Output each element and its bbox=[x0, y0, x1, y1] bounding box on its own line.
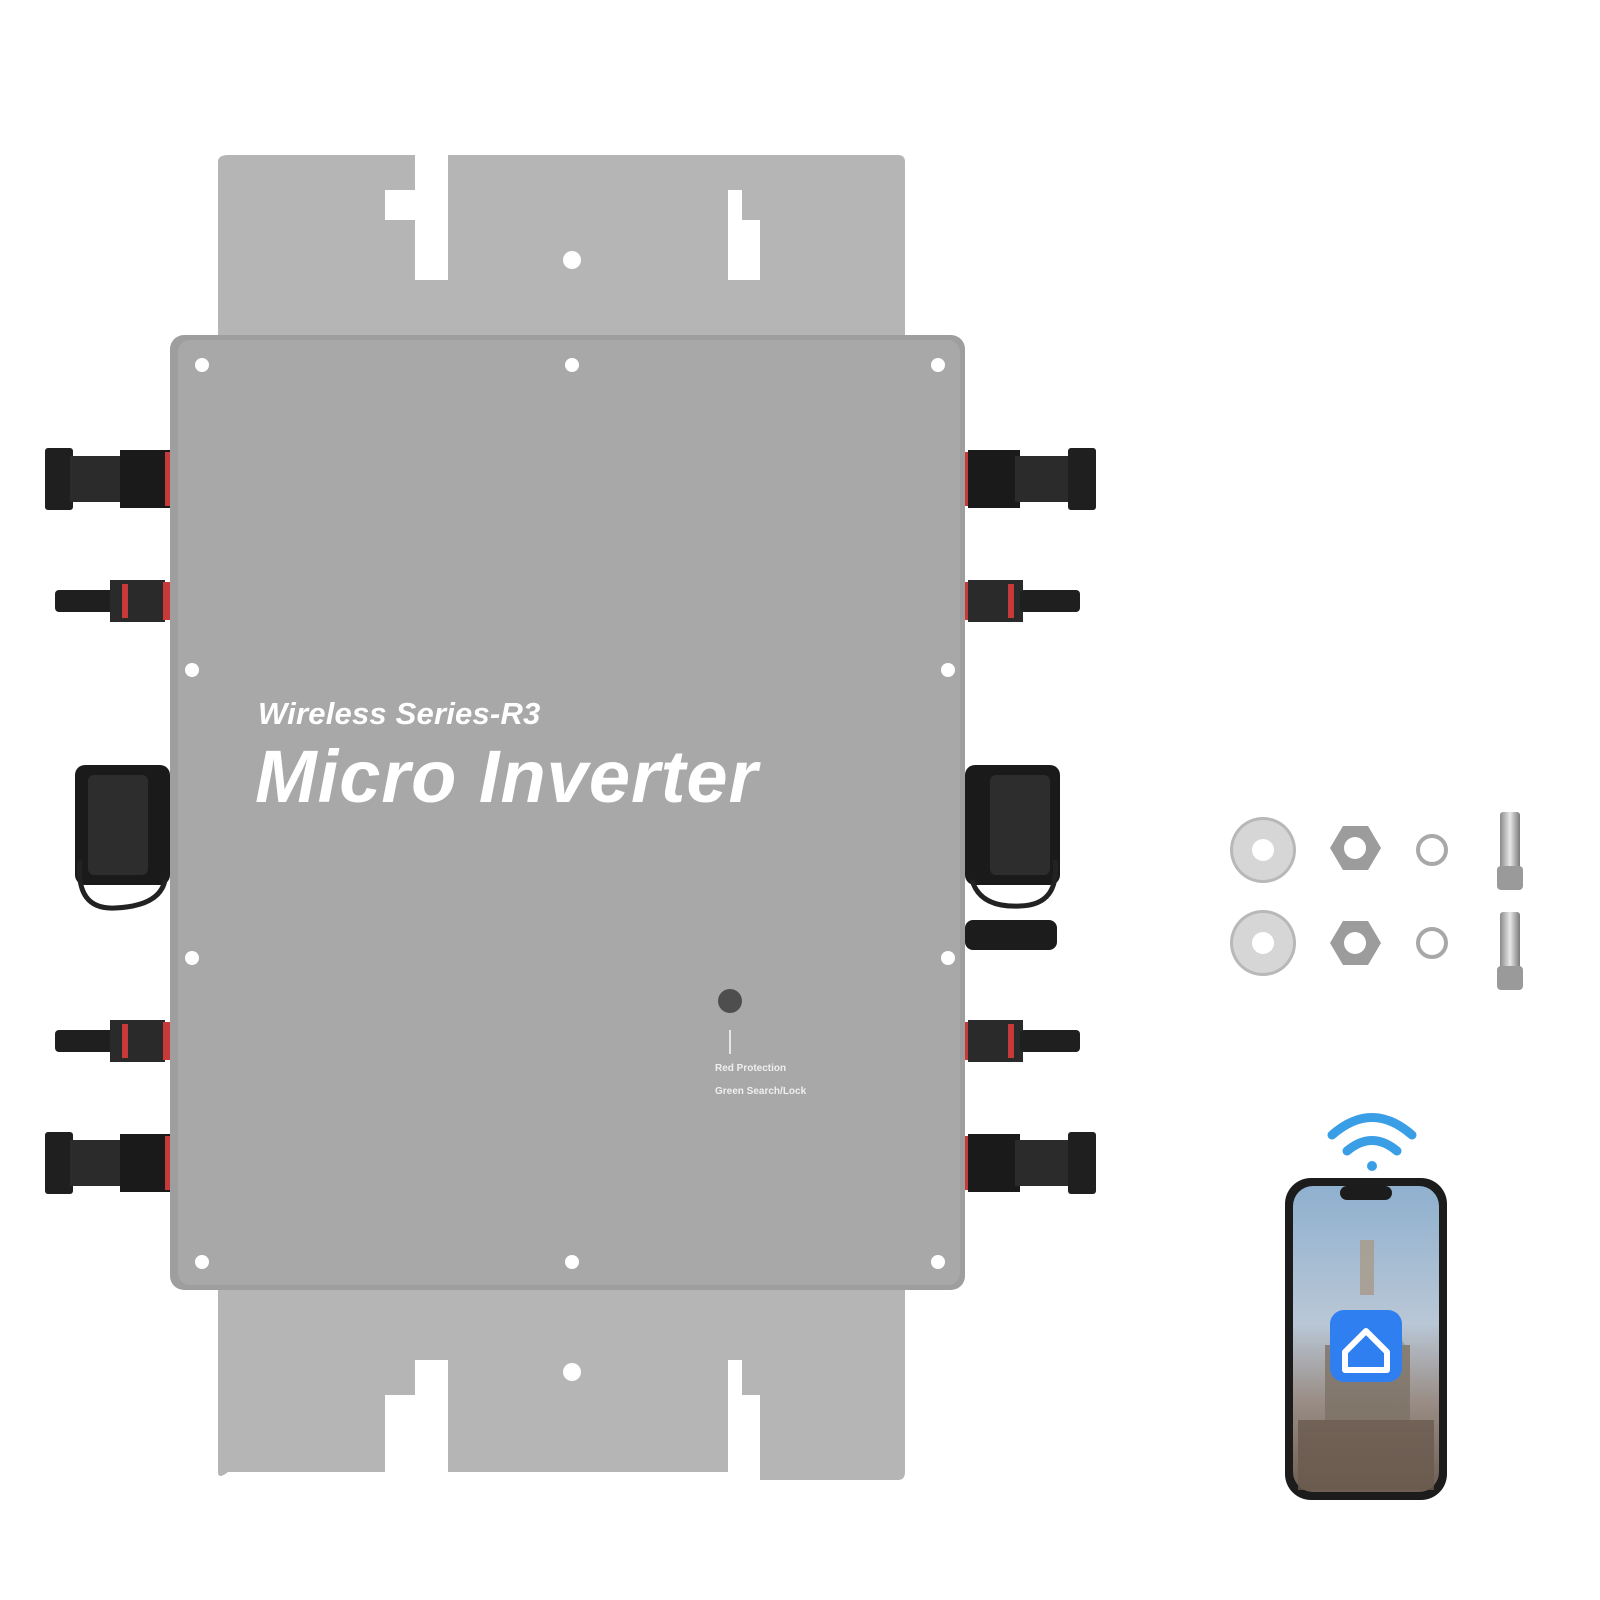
hex-nut-2 bbox=[1330, 921, 1381, 965]
mc4-connector-right-2 bbox=[962, 580, 1080, 622]
status-led bbox=[718, 989, 742, 1013]
washer-2 bbox=[1230, 910, 1296, 976]
antenna-right bbox=[965, 920, 1057, 950]
ac-connector-right bbox=[965, 765, 1060, 909]
product-title: Micro Inverter bbox=[255, 735, 759, 818]
mc4-connector-left-3 bbox=[55, 1020, 171, 1062]
screws bbox=[185, 358, 955, 1269]
lock-washer-2 bbox=[1416, 927, 1448, 959]
mc4-connector-left-2 bbox=[55, 580, 171, 622]
mc4-connector-right-3 bbox=[962, 1020, 1080, 1062]
mc4-connector-left-1 bbox=[45, 448, 173, 510]
inverter-body bbox=[170, 335, 965, 1290]
mc4-connector-left-4 bbox=[45, 1132, 173, 1194]
washer-1 bbox=[1230, 817, 1296, 883]
smart-home-icon bbox=[1330, 1310, 1402, 1382]
left-connectors bbox=[45, 448, 173, 1194]
ac-connector-left bbox=[75, 765, 170, 911]
mc4-connector-right-1 bbox=[962, 448, 1096, 510]
mounting-hardware bbox=[1230, 812, 1523, 990]
mc4-connector-right-4 bbox=[962, 1132, 1096, 1194]
hex-nut-1 bbox=[1330, 826, 1381, 870]
wifi-icon bbox=[1327, 1113, 1417, 1171]
right-connectors bbox=[962, 448, 1096, 1194]
led-label-protection: Red Protection bbox=[715, 1063, 787, 1074]
smartphone bbox=[1285, 1178, 1447, 1500]
lock-washer-1 bbox=[1416, 834, 1448, 866]
bolt-1 bbox=[1497, 812, 1523, 890]
bottom-mounting-plate bbox=[218, 1275, 905, 1480]
top-mounting-plate bbox=[218, 155, 905, 335]
product-series-label: Wireless Series-R3 bbox=[258, 696, 541, 731]
led-label-search: Green Search/Lock bbox=[715, 1086, 807, 1097]
bolt-2 bbox=[1497, 912, 1523, 990]
